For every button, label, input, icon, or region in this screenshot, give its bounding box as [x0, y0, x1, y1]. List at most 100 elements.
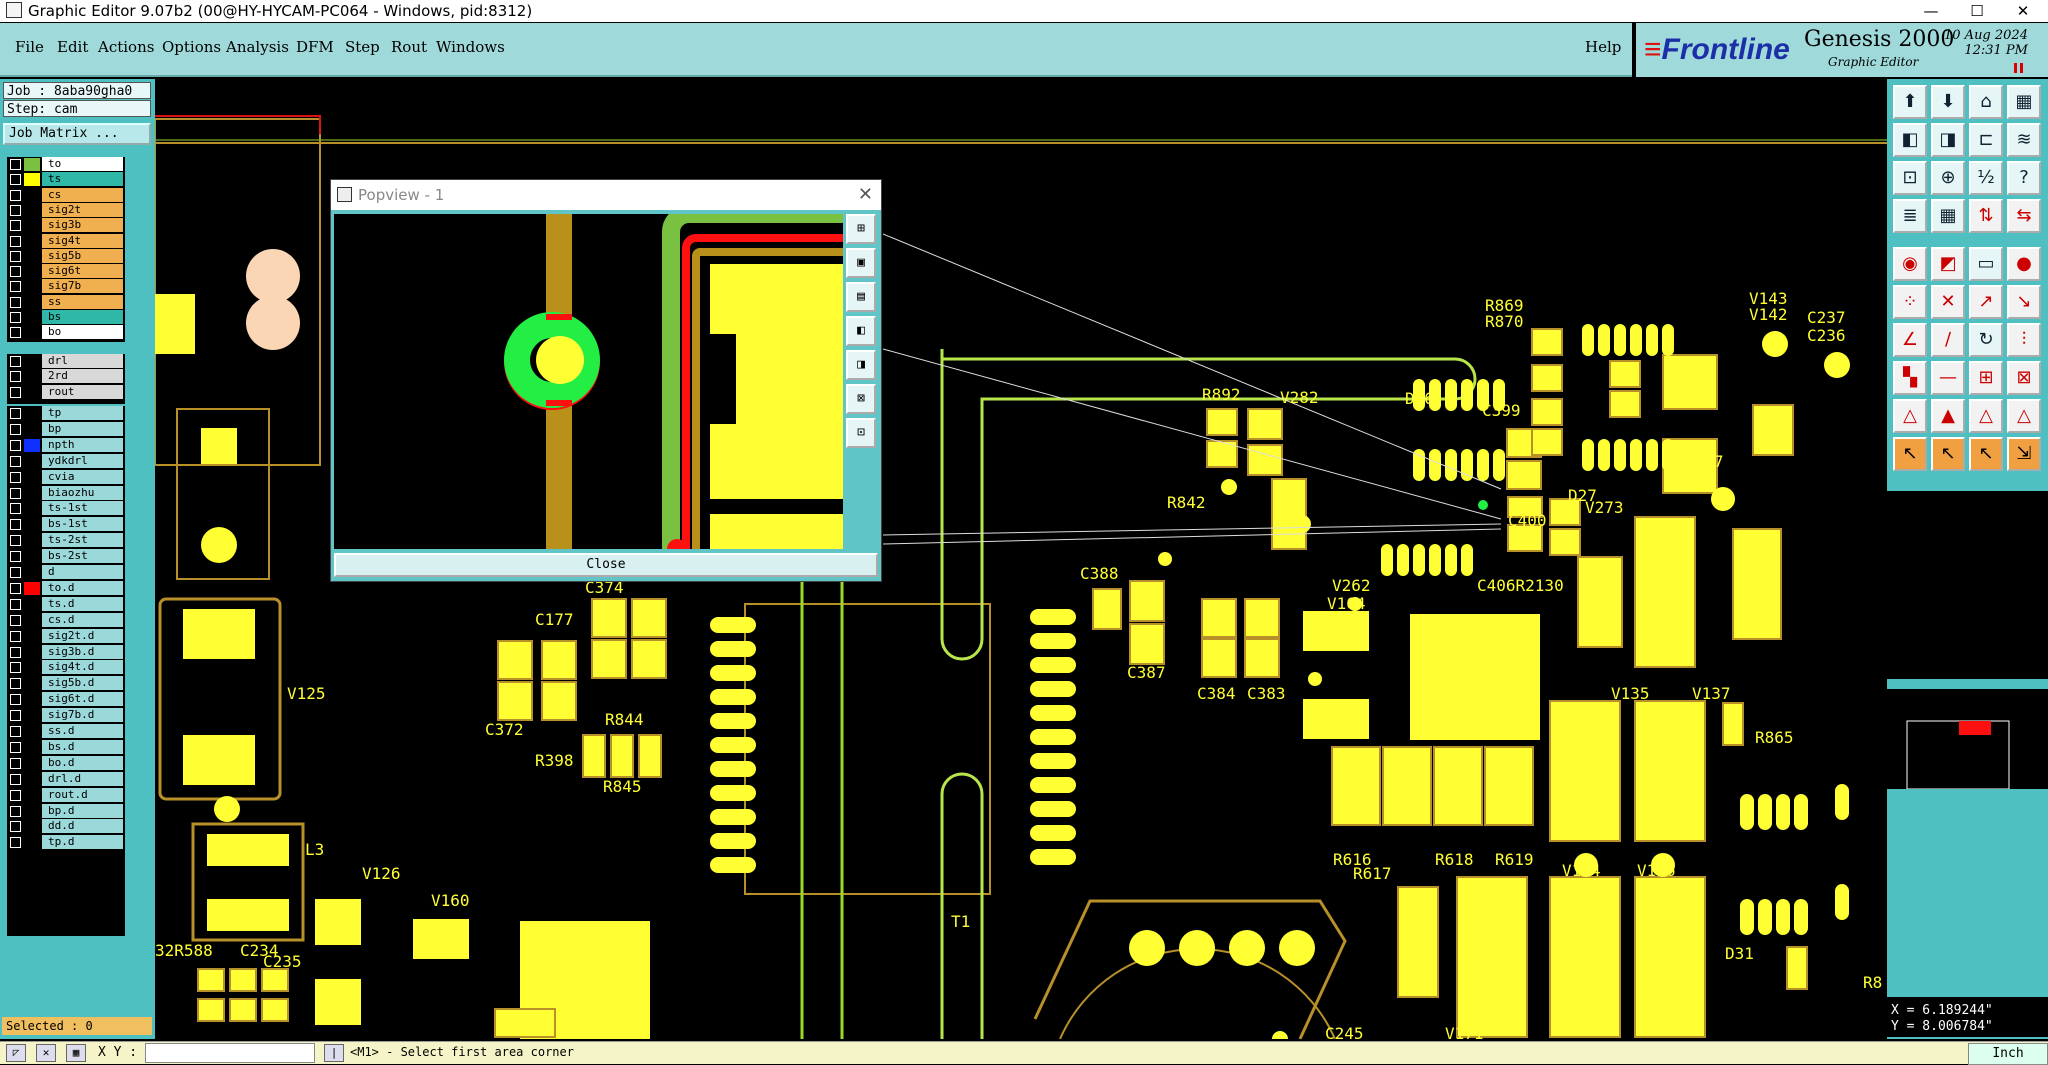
tool-button-19[interactable]: ▭: [1969, 247, 2003, 281]
popview-close-icon[interactable]: ✕: [857, 184, 873, 205]
layer-name[interactable]: sig3b: [42, 218, 123, 233]
job-matrix-button[interactable]: Job Matrix ...: [3, 123, 151, 145]
tool-button-11[interactable]: ½: [1969, 161, 2003, 195]
layer-checkbox[interactable]: [10, 726, 21, 737]
tool-button-29[interactable]: ▚: [1893, 361, 1927, 395]
popview-expand-button[interactable]: ⊠: [846, 384, 876, 414]
menu-analysis[interactable]: Analysis: [226, 38, 289, 56]
maximize-button[interactable]: ☐: [1970, 2, 1984, 20]
layer-row-sig6t[interactable]: sig6t: [7, 264, 125, 279]
layer-name[interactable]: bp: [42, 421, 123, 436]
close-window-button[interactable]: ✕: [2016, 2, 2030, 20]
layer-checkbox[interactable]: [10, 582, 21, 594]
layer-row-bs.d[interactable]: bs.d: [7, 739, 125, 755]
layer-checkbox[interactable]: [10, 598, 21, 610]
tool-button-30[interactable]: —: [1931, 361, 1965, 395]
tool-button-3[interactable]: ⌂: [1969, 85, 2003, 119]
popview-center-button[interactable]: ⊡: [846, 418, 876, 448]
layer-row-sig2t.d[interactable]: sig2t.d: [7, 628, 125, 644]
layer-row-rout.d[interactable]: rout.d: [7, 787, 125, 803]
tool-button-28[interactable]: ⫶: [2007, 323, 2041, 357]
layer-checkbox[interactable]: [10, 423, 21, 435]
layer-name[interactable]: ydkdrl: [42, 453, 123, 468]
layer-row-to.d[interactable]: to.d: [7, 580, 125, 596]
layer-row-cvia[interactable]: cvia: [7, 469, 125, 485]
menu-rout[interactable]: Rout: [391, 38, 428, 56]
layer-checkbox[interactable]: [10, 567, 21, 578]
tool-button-13[interactable]: ≣: [1893, 199, 1927, 233]
menu-actions[interactable]: Actions: [98, 38, 155, 56]
menu-edit[interactable]: Edit: [57, 38, 89, 56]
layer-row-sig2t[interactable]: sig2t: [7, 202, 125, 218]
tool-button-27[interactable]: ↻: [1969, 323, 2003, 357]
cursor-icon[interactable]: |: [324, 1044, 344, 1062]
layer-name[interactable]: sig5b.d: [42, 676, 123, 691]
xy-input[interactable]: [145, 1043, 315, 1063]
layer-checkbox[interactable]: [10, 312, 21, 323]
layer-name[interactable]: cvia: [42, 469, 123, 484]
layer-row-cs[interactable]: cs: [7, 187, 125, 203]
tool-button-40[interactable]: ⇲: [2007, 437, 2041, 471]
popview-right-button[interactable]: ◨: [846, 350, 876, 380]
layer-name[interactable]: drl.d: [42, 771, 123, 786]
tool-button-4[interactable]: ▦: [2007, 85, 2041, 119]
layer-name[interactable]: sig3b.d: [42, 644, 123, 659]
layer-name[interactable]: bs-2st: [42, 549, 123, 564]
menu-step[interactable]: Step: [345, 38, 380, 56]
layer-checkbox[interactable]: [10, 327, 21, 339]
layer-checkbox[interactable]: [10, 503, 21, 515]
layer-name[interactable]: cs: [42, 187, 123, 202]
layer-checkbox[interactable]: [10, 455, 21, 467]
layer-name[interactable]: sig6t: [42, 264, 123, 279]
layer-name[interactable]: ts-2st: [42, 533, 123, 548]
layer-checkbox[interactable]: [10, 439, 21, 451]
layer-checkbox[interactable]: [10, 694, 21, 706]
layer-row-to[interactable]: to: [7, 157, 125, 172]
layer-name[interactable]: bo: [42, 325, 123, 340]
menu-file[interactable]: File: [15, 38, 44, 56]
layer-checkbox[interactable]: [10, 741, 21, 753]
layer-name[interactable]: bo.d: [42, 755, 123, 770]
layer-row-rout[interactable]: rout: [7, 384, 125, 400]
layer-checkbox[interactable]: [10, 773, 21, 785]
layer-name[interactable]: rout: [42, 384, 123, 399]
tool-button-26[interactable]: ∕: [1931, 323, 1965, 357]
menu-help[interactable]: Help: [1585, 38, 1622, 56]
select-mode-icon[interactable]: ◸: [6, 1044, 26, 1062]
layer-checkbox[interactable]: [10, 710, 21, 722]
layer-checkbox[interactable]: [10, 204, 21, 216]
tool-button-25[interactable]: ∠: [1893, 323, 1927, 357]
snap-icon[interactable]: ✕: [36, 1044, 56, 1062]
layer-checkbox[interactable]: [10, 471, 21, 483]
layer-checkbox[interactable]: [10, 356, 21, 367]
layer-checkbox[interactable]: [10, 487, 21, 499]
layer-name[interactable]: sig4t.d: [42, 660, 123, 675]
layer-row-2rd[interactable]: 2rd: [7, 369, 125, 384]
layer-row-bp.d[interactable]: bp.d: [7, 803, 125, 819]
layer-row-sig7b.d[interactable]: sig7b.d: [7, 708, 125, 723]
layer-row-ss.d[interactable]: ss.d: [7, 724, 125, 739]
tool-button-37[interactable]: ↖: [1893, 437, 1927, 471]
layer-checkbox[interactable]: [10, 551, 21, 563]
layer-row-tp[interactable]: tp: [7, 406, 125, 421]
layer-checkbox[interactable]: [10, 281, 21, 293]
popview-pan-button[interactable]: ▣: [846, 248, 876, 278]
tool-button-38[interactable]: ↖: [1931, 437, 1965, 471]
layer-checkbox[interactable]: [10, 235, 21, 247]
layer-checkbox[interactable]: [10, 296, 21, 308]
menu-options[interactable]: Options: [162, 38, 222, 56]
layer-name[interactable]: sig2t.d: [42, 628, 123, 643]
layer-checkbox[interactable]: [10, 519, 21, 531]
popview-window[interactable]: Popview - 1✕ ⊞ ▣ ▤ ◧ ◨ ⊠ ⊡ Close: [330, 179, 882, 582]
tool-button-12[interactable]: ?: [2007, 161, 2041, 195]
layer-checkbox[interactable]: [10, 159, 21, 170]
layer-row-d[interactable]: d: [7, 565, 125, 580]
layer-row-sig3b.d[interactable]: sig3b.d: [7, 644, 125, 660]
layer-checkbox[interactable]: [10, 789, 21, 801]
layer-name[interactable]: ss: [42, 294, 123, 309]
layer-name[interactable]: rout.d: [42, 787, 123, 802]
grid-icon[interactable]: ▦: [66, 1044, 86, 1062]
layer-name[interactable]: sig7b: [42, 279, 123, 294]
tool-button-2[interactable]: ⬇: [1931, 85, 1965, 119]
unit-selector[interactable]: Inch: [1968, 1043, 2048, 1065]
